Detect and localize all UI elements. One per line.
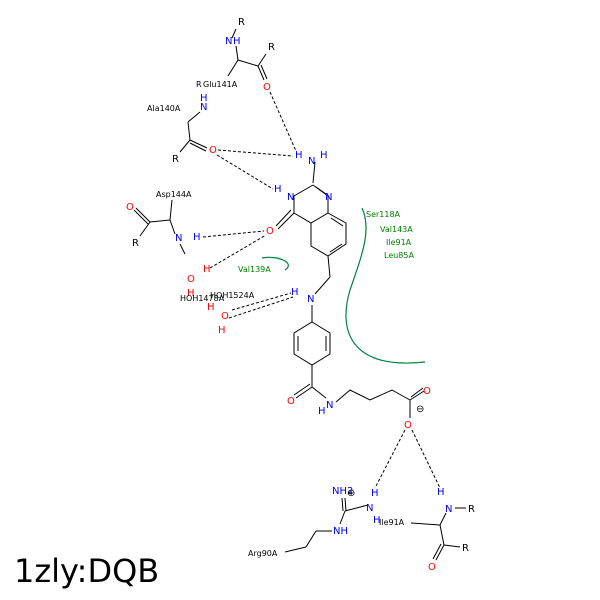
ring-nitrogen-n1: N	[325, 192, 332, 203]
arg90-label: Arg90A	[248, 549, 278, 558]
amine-nitrogen: N	[308, 156, 315, 167]
glu141-label: Glu141A	[203, 80, 238, 89]
residue-ala140: Ala140A H N O R	[147, 93, 217, 165]
ala140-r: R	[172, 154, 179, 165]
ala140-hydrogen: H	[200, 93, 208, 104]
ala140-oxygen: O	[209, 145, 217, 156]
arg90-hydrogen-bottom: H	[373, 515, 381, 526]
asp144-nitrogen: N	[175, 233, 182, 244]
carboxylate-oxygen-2: O	[404, 420, 412, 431]
hoh1524-oxygen: O	[221, 311, 229, 322]
ala140-label: Ala140A	[147, 104, 181, 113]
linker-hydrogen: H	[291, 287, 299, 298]
carboxylate-oxygen-1: O	[423, 386, 431, 397]
hoh1478-hydrogen-1: H	[203, 264, 211, 275]
residue-ile91: H N R Ile91A R O	[379, 487, 475, 573]
ile91-oxygen: O	[428, 562, 436, 573]
val139-label: Val139A	[238, 265, 271, 274]
glu141-r-right: R	[268, 42, 275, 53]
ile91-r-right: R	[468, 504, 475, 515]
arg90-nh: NH	[333, 526, 348, 537]
val143-label: Val143A	[380, 225, 413, 234]
linker-nitrogen: N	[307, 294, 314, 305]
glu141-r-top: R	[238, 17, 245, 28]
residue-asp144: Asp144A O R N H	[126, 190, 201, 255]
asp144-hydrogen: H	[193, 232, 201, 243]
hoh1524-label: HOH1524A	[210, 291, 255, 300]
ring-nitrogen-n3: N	[287, 192, 294, 203]
water-hoh1478: H O H HOH1478A	[180, 264, 225, 303]
leu85-label: Leu85A	[384, 251, 414, 260]
ile91-label: Ile91A	[379, 518, 405, 527]
asp144-r: R	[132, 238, 139, 249]
asp144-oxygen: O	[126, 202, 134, 213]
hoh1524-hydrogen-1: H	[207, 302, 215, 313]
hydrogen-bonds	[202, 91, 441, 489]
ring-carbonyl-oxygen: O	[266, 226, 274, 237]
hoh1524-hydrogen-2: H	[218, 325, 226, 336]
hoh1478-hydrogen-2: H	[187, 288, 195, 299]
ile91-nitrogen: N	[445, 504, 452, 515]
ile91-hydrogen: H	[437, 487, 445, 498]
amide-oxygen: O	[287, 396, 295, 407]
glu141-nitrogen: N	[225, 36, 232, 47]
ile91-r-bottom: R	[462, 543, 469, 554]
amine-hydrogen-2: H	[320, 150, 328, 161]
positive-charge: ⊕	[347, 488, 355, 499]
structure-caption: 1zly:DQB	[14, 552, 160, 590]
glu141-r-left: R	[196, 80, 202, 89]
ala140-nitrogen: N	[200, 102, 207, 113]
ring-nh-hydrogen: H	[274, 184, 282, 195]
arg90-hydrogen-top: H	[371, 488, 379, 499]
residue-arg90: NH2 ⊕ H N H NH Arg90A	[248, 486, 381, 558]
hoh1478-oxygen: O	[187, 274, 195, 285]
amide-hydrogen: H	[318, 406, 326, 417]
water-hoh1524: HOH1524A H O H	[207, 291, 255, 336]
arg90-nh2: NH2	[332, 486, 353, 497]
negative-charge: ⊖	[416, 404, 424, 415]
hoh1478-label: HOH1478A	[180, 294, 225, 303]
glu141-hydrogen: H	[233, 36, 241, 47]
asp144-label: Asp144A	[156, 190, 192, 199]
glu141-oxygen: O	[263, 82, 271, 93]
amide-nitrogen: N	[326, 400, 333, 411]
amine-hydrogen-1: H	[295, 150, 303, 161]
arg90-ne: N	[366, 503, 373, 514]
residue-glu141: R N H R O R Glu141A	[196, 17, 275, 93]
ser118-label: Ser118A	[366, 210, 401, 219]
ile91-hydrophobic-label: Ile91A	[386, 238, 412, 247]
ligand: N H H N N H O N H O N H	[266, 150, 431, 431]
hydrophobic-contacts: Val139A Ser118A Val143A Ile91A Leu85A	[238, 207, 426, 364]
